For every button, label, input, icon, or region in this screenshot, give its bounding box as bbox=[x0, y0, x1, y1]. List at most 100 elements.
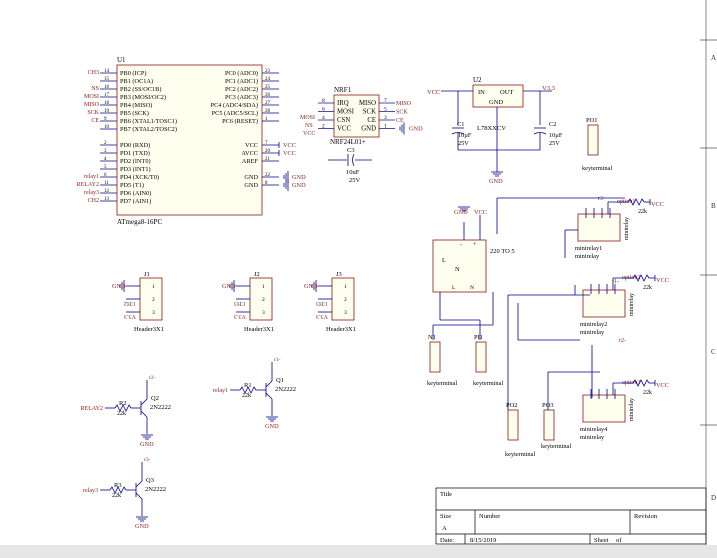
mcu-right-pin-num: 24 bbox=[265, 77, 271, 82]
header-ref: J3 bbox=[336, 271, 342, 278]
nrf-right-net: MISO bbox=[396, 101, 412, 107]
zone-letter-d: D bbox=[711, 494, 716, 502]
header-pin-num: 1 bbox=[262, 284, 265, 290]
mcu-left-pin-net: RELAY2 bbox=[77, 182, 99, 188]
relay-vcc-net: VCC bbox=[656, 382, 669, 389]
converter-pin-minus: - bbox=[460, 242, 462, 248]
header-gnd-net: GND bbox=[112, 283, 126, 290]
nrf-part: NRF24L01+ bbox=[330, 138, 366, 146]
mcu-left-pin-num: 3 bbox=[104, 149, 107, 154]
mcu-left-pin-name: PB4 (MISO) bbox=[120, 102, 152, 109]
header-pin-num: 1 bbox=[152, 284, 155, 290]
resistor-value: 22k bbox=[112, 493, 121, 499]
relay-vcc-net: VCC bbox=[656, 277, 669, 284]
mcu-right-pin-num: 22 bbox=[265, 173, 271, 178]
header-pin-num: 2 bbox=[344, 297, 347, 303]
resistor-ref: R2 bbox=[119, 400, 127, 407]
header-part: Header3X1 bbox=[326, 326, 356, 333]
transistor-base-net: RELAY2 bbox=[81, 406, 103, 412]
transistor-collector-net: r2- bbox=[149, 375, 156, 381]
mcu-gnd-net: GND bbox=[292, 174, 306, 181]
mcu-left-pin-name: PD4 (XCK/T0) bbox=[120, 174, 159, 181]
mcu-gnd-symbol bbox=[283, 179, 289, 191]
relay-side-part: minirelay bbox=[624, 217, 630, 240]
relay-ref: minirelay2 bbox=[580, 321, 607, 328]
mcu-right-pin-name: AVCC bbox=[241, 150, 258, 157]
mcu-left-pin-name: PB2 (SS/OC1B) bbox=[120, 86, 161, 93]
mcu-left-pin-num: 9 bbox=[104, 117, 107, 122]
converter-220to5: L N 220 TO 5 - + L N bbox=[432, 239, 515, 293]
relay-minirelay1: minirelay1minirelayminirelayoption122kVC… bbox=[575, 198, 664, 260]
sheet-label: Sheet bbox=[594, 537, 609, 544]
mcu-right-pin-name: VCC bbox=[245, 142, 258, 149]
mcu-right-pin-name: PC1 (ADC1) bbox=[225, 78, 258, 85]
regulator-u2: U2 IN OUT GND L78XXCV VCC V3.3 bbox=[427, 76, 555, 132]
nrf-right-net: SCK bbox=[396, 110, 408, 116]
nrf-right-pin-num: 3 bbox=[384, 115, 387, 121]
mcu-left-pin-net: CH2 bbox=[88, 198, 99, 204]
mcu-left-pin-net: MOSI bbox=[84, 94, 99, 100]
c1-ref: C1 bbox=[457, 121, 464, 128]
relay-ref: minirelay4 bbox=[580, 426, 608, 433]
mcu-left-pin-num: 4 bbox=[104, 157, 107, 162]
relay-part: minirelay bbox=[575, 253, 600, 260]
nrf-left-pin-num: 6 bbox=[322, 107, 325, 113]
header-gnd-symbol bbox=[311, 280, 317, 292]
nrf-right-pin-name: CE bbox=[367, 117, 376, 124]
reg-out-pin: OUT bbox=[500, 89, 513, 96]
zone-letter-c: C bbox=[711, 348, 716, 356]
transistor-q1 bbox=[230, 362, 273, 416]
header-pin-num: 3 bbox=[344, 310, 347, 316]
mcu-left-pin-num: 13 bbox=[104, 197, 110, 202]
header-pin-num: 3 bbox=[262, 310, 265, 316]
zone-letter-a: A bbox=[711, 54, 716, 62]
keyterminal-ref: N1 bbox=[428, 334, 436, 341]
relay-side-part: minirelay bbox=[629, 398, 635, 421]
mcu-right-pin-num: 27 bbox=[265, 101, 271, 106]
nrf-left-pin-name: CSN bbox=[337, 117, 350, 124]
size-value: A bbox=[442, 525, 447, 532]
transistor-gnd-symbol bbox=[136, 516, 148, 522]
mcu-vcc-net: VCC bbox=[283, 142, 296, 149]
mcu-left-pin-num: 18 bbox=[104, 101, 110, 106]
mcu-vcc-net: VCC bbox=[283, 150, 296, 157]
relay-wires bbox=[590, 379, 656, 399]
mcu-left-pin-num: 12 bbox=[104, 189, 110, 194]
c2-value: 10µF bbox=[549, 132, 563, 139]
resistor-value: 22k bbox=[242, 393, 251, 399]
relay-wires bbox=[585, 198, 651, 218]
regulator-gnd-net: GND bbox=[489, 178, 503, 185]
mcu-left-pin-num: 16 bbox=[104, 85, 110, 90]
mcu-right-pin-num: 26 bbox=[265, 93, 271, 98]
converter-label: 220 TO 5 bbox=[490, 248, 515, 255]
converter-gnd-net: GND bbox=[454, 209, 468, 216]
mcu-right-pin-num: 20 bbox=[265, 149, 271, 154]
relay-coil-net-r2: r2- bbox=[619, 338, 626, 344]
reg-ref: U2 bbox=[473, 76, 482, 84]
nrf-right-pin-name: SCK bbox=[363, 109, 376, 116]
resistor-ref: R1 bbox=[244, 382, 252, 389]
size-label: Size bbox=[440, 513, 451, 520]
reg-in-pin: IN bbox=[478, 89, 485, 96]
mcu-left-pin-num: 2 bbox=[104, 141, 107, 146]
header-pin-num: 3 bbox=[152, 310, 155, 316]
mcu-left-pin-name: PB7 (XTAL2/TOSC2) bbox=[120, 126, 177, 133]
mcu-ref: U1 bbox=[117, 56, 126, 64]
converter-pin-l-bottom: L bbox=[452, 285, 456, 291]
transistor-ref: Q3 bbox=[146, 477, 154, 484]
transistor-gnd-symbol bbox=[141, 434, 153, 440]
mcu-left-pin-net: CH3 bbox=[88, 70, 99, 76]
title-label: Title bbox=[440, 491, 452, 498]
header-ref: J2 bbox=[254, 271, 260, 278]
mcu-right-pin-name: PC3 (ADC3) bbox=[225, 94, 258, 101]
transistor-gnd-net: GND bbox=[140, 441, 154, 448]
header-ref: J1 bbox=[144, 271, 150, 278]
nrf-left-pin-num: 8 bbox=[322, 98, 325, 104]
sheet-border bbox=[700, 0, 717, 545]
mcu-left-pin-name: PD1 (TXD) bbox=[120, 150, 150, 157]
